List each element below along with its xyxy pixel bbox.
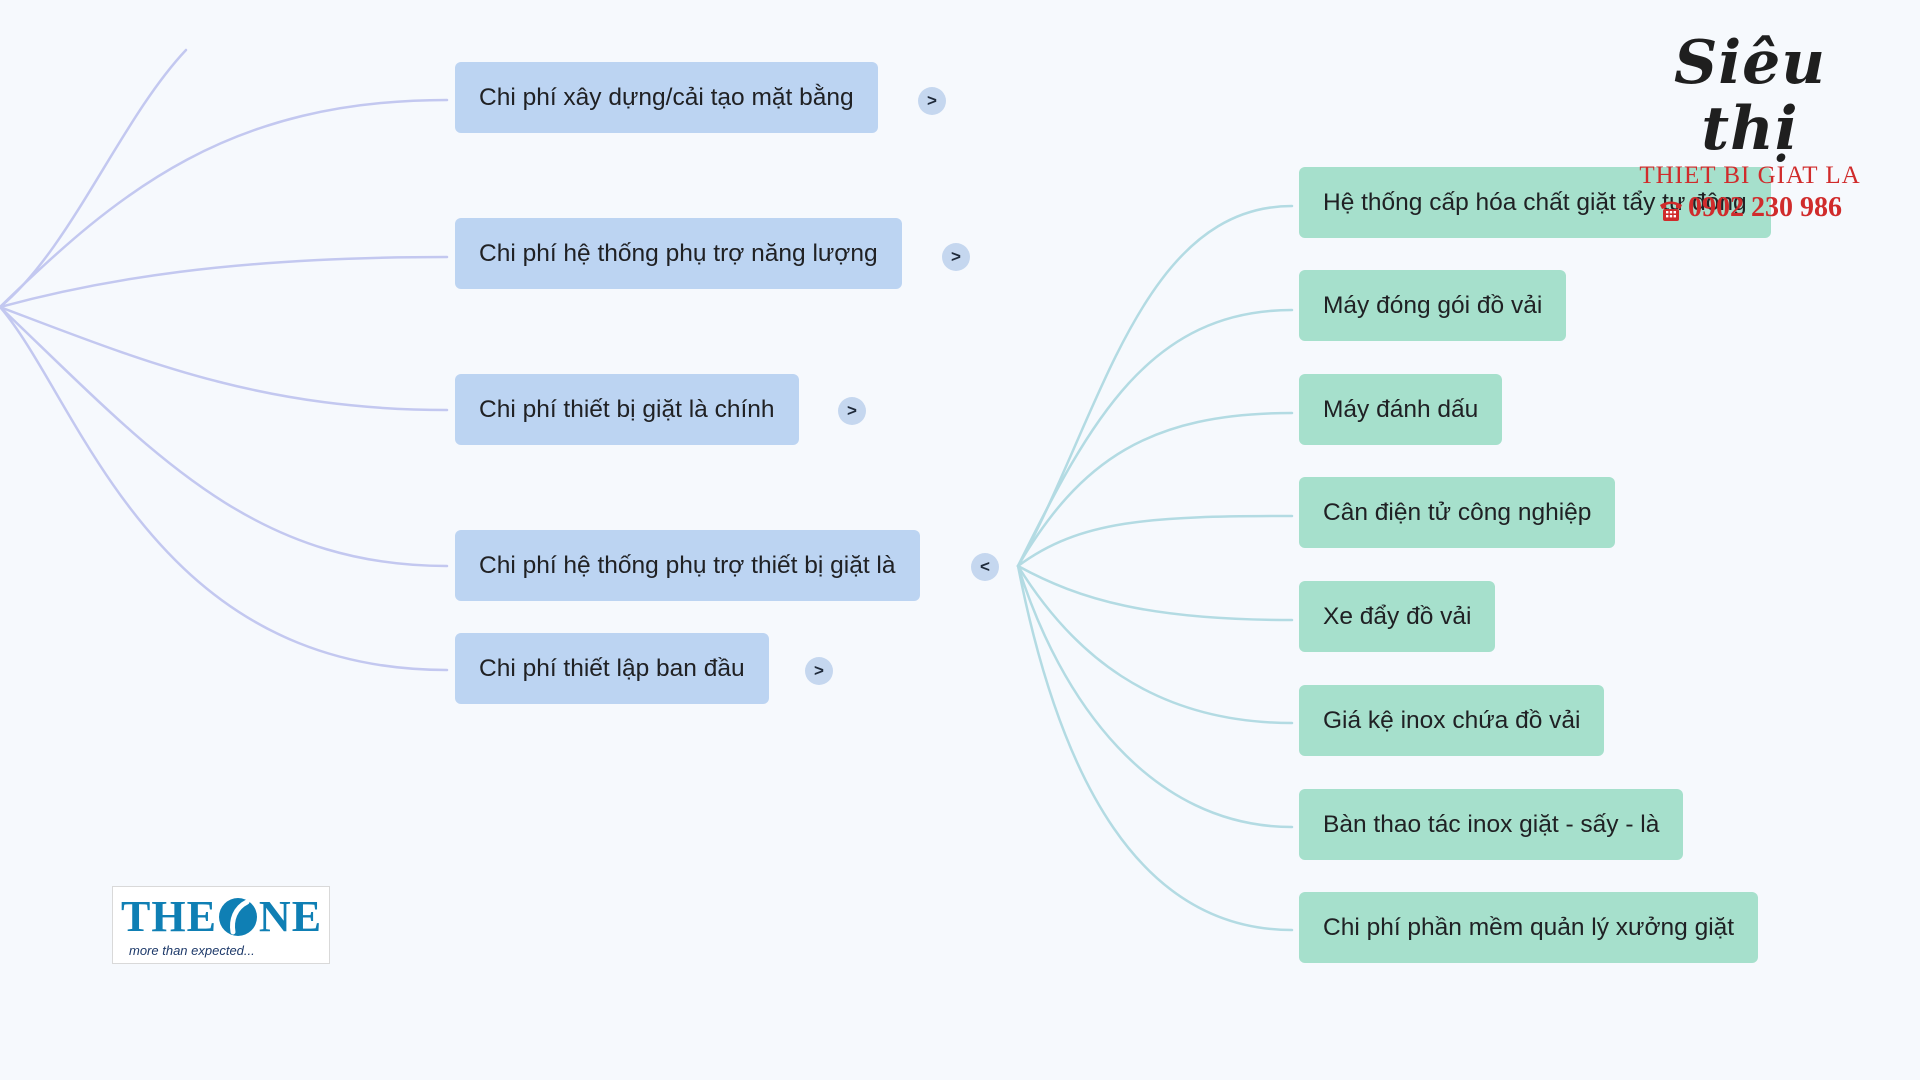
branch-node-site-construction-cost[interactable]: Chi phí xây dựng/cải tạo mặt bằng xyxy=(455,62,878,133)
branch-node-label: Chi phí xây dựng/cải tạo mặt bằng xyxy=(479,83,854,111)
branch-node-label: Chi phí hệ thống phụ trợ năng lượng xyxy=(479,239,878,267)
branch-node-laundry-support-systems-cost[interactable]: Chi phí hệ thống phụ trợ thiết bị giặt l… xyxy=(455,530,920,601)
link-right-3 xyxy=(1016,411,1294,568)
link-right-7 xyxy=(1016,564,1294,829)
link-left-2 xyxy=(0,255,449,309)
link-left-4 xyxy=(0,305,449,568)
child-node-marking-machine[interactable]: Máy đánh dấu xyxy=(1299,374,1503,445)
child-node-label: Xe đẩy đồ vải xyxy=(1323,602,1472,630)
child-node-label: Giá kệ inox chứa đồ vải xyxy=(1323,706,1581,734)
link-left-5 xyxy=(0,305,449,672)
telephone-icon xyxy=(1658,196,1684,221)
child-node-industrial-scale[interactable]: Cân điện tử công nghiệp xyxy=(1299,477,1616,548)
branch-node-initial-setup-cost[interactable]: Chi phí thiết lập ban đầu xyxy=(455,633,769,704)
brand-phone-line: 0902 230 986 xyxy=(1630,190,1870,226)
logo-word-ne: NE xyxy=(258,892,323,941)
link-left-3 xyxy=(0,305,449,412)
child-node-stainless-work-table[interactable]: Bàn thao tác inox giặt - sấy - là xyxy=(1299,789,1684,860)
child-node-label: Máy đóng gói đồ vải xyxy=(1323,291,1543,319)
link-right-1 xyxy=(1016,204,1294,568)
branch-node-label: Chi phí hệ thống phụ trợ thiết bị giặt l… xyxy=(479,551,896,579)
logo-word-the: THE xyxy=(121,892,217,941)
child-node-laundry-management-software[interactable]: Chi phí phần mềm quản lý xưởng giặt xyxy=(1299,892,1759,963)
the-one-wordmark: THE NE xyxy=(121,893,322,941)
expand-toggle-button[interactable]: > xyxy=(942,243,970,271)
expand-toggle-button[interactable]: > xyxy=(918,87,946,115)
child-node-linen-cart[interactable]: Xe đẩy đồ vải xyxy=(1299,581,1496,652)
branch-node-main-laundry-equipment-cost[interactable]: Chi phí thiết bị giặt là chính xyxy=(455,374,799,445)
expand-toggle-button[interactable]: > xyxy=(838,397,866,425)
child-node-linen-packing-machine[interactable]: Máy đóng gói đồ vải xyxy=(1299,270,1567,341)
expand-toggle-button[interactable]: > xyxy=(805,657,833,685)
link-right-6 xyxy=(1016,564,1294,725)
child-node-chemical-dosing-system[interactable]: Hệ thống cấp hóa chất giặt tẩy tự động xyxy=(1299,167,1771,238)
collapse-toggle-button[interactable]: < xyxy=(971,553,999,581)
link-to-root-offscreen xyxy=(0,48,188,309)
child-node-label: Bàn thao tác inox giặt - sấy - là xyxy=(1323,810,1660,838)
branch-node-label: Chi phí thiết bị giặt là chính xyxy=(479,395,775,423)
child-node-label: Chi phí phần mềm quản lý xưởng giặt xyxy=(1323,913,1735,941)
child-node-label: Cân điện tử công nghiệp xyxy=(1323,498,1592,526)
brand-tagline-text: THIET BI GIAT LA xyxy=(1639,162,1861,189)
link-right-2 xyxy=(1016,308,1294,568)
brand-script-text: Siêu thị xyxy=(1674,28,1826,164)
branch-node-label: Chi phí thiết lập ban đầu xyxy=(479,654,745,682)
link-right-5 xyxy=(1016,564,1294,622)
child-node-label: Máy đánh dấu xyxy=(1323,395,1479,423)
brand-logo-sieu-thi: Siêu thị THIET BI GIAT LA 0902 xyxy=(1630,30,1870,226)
link-right-8 xyxy=(1016,564,1294,932)
link-right-4 xyxy=(1016,514,1294,568)
branch-node-energy-support-cost[interactable]: Chi phí hệ thống phụ trợ năng lượng xyxy=(455,218,902,289)
brand-phone-number: 0902 230 986 xyxy=(1688,192,1842,223)
logo-tagline: more than expected... xyxy=(129,943,255,958)
link-left-1 xyxy=(0,98,449,309)
logo-swoosh-o-icon xyxy=(217,896,259,938)
the-one-logo: THE NE more than expected... xyxy=(112,886,330,964)
child-node-stainless-shelving[interactable]: Giá kệ inox chứa đồ vải xyxy=(1299,685,1605,756)
